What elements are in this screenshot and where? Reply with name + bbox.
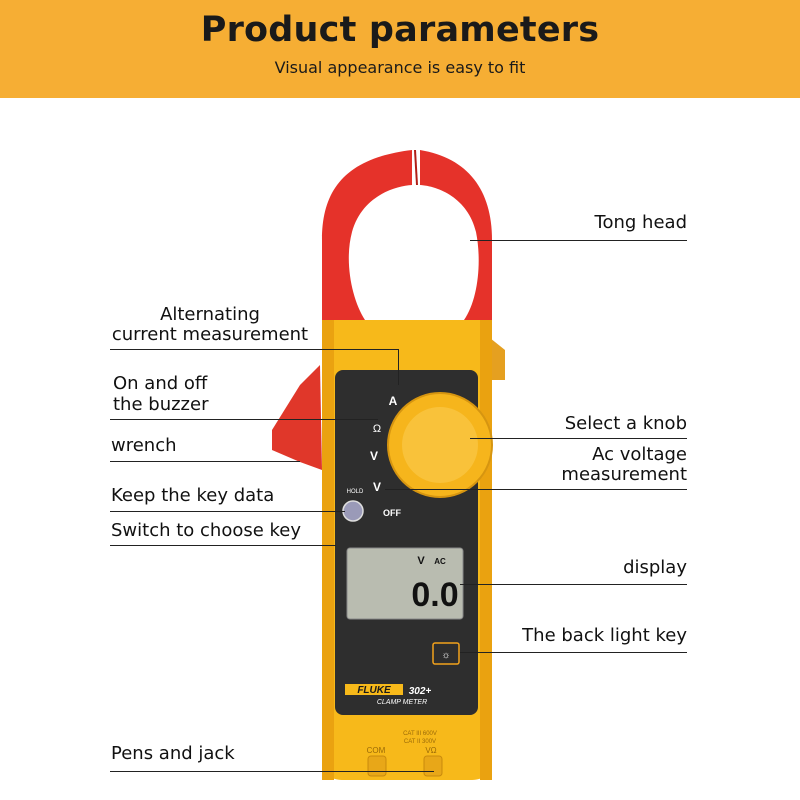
jack-v-label: VΩ bbox=[425, 746, 436, 755]
lcd-display bbox=[346, 547, 464, 620]
leader-pens-jack bbox=[110, 771, 434, 772]
dial-label-ohm: Ω bbox=[373, 423, 381, 435]
page-title: Product parameters bbox=[200, 10, 600, 50]
lcd-unit: V bbox=[417, 555, 425, 567]
com-jack[interactable] bbox=[367, 755, 387, 777]
product-name: CLAMP METER bbox=[377, 699, 427, 706]
leader-backlight bbox=[460, 652, 687, 653]
leader-keep-data bbox=[110, 511, 345, 512]
label-ac-current-1: Alternating bbox=[160, 304, 260, 325]
label-display: display bbox=[623, 557, 687, 578]
leader-buzzer bbox=[110, 419, 378, 420]
page-subtitle: Visual appearance is easy to fit bbox=[274, 58, 526, 77]
dial-label-a: A bbox=[389, 394, 398, 408]
label-wrench: wrench bbox=[111, 435, 177, 456]
leader-select-knob bbox=[470, 438, 687, 439]
dial-label-off: OFF bbox=[383, 508, 401, 518]
label-ac-voltage-1: Ac voltage bbox=[592, 444, 687, 465]
cat-rating-1: CAT III 600V bbox=[403, 731, 437, 737]
hold-button[interactable] bbox=[342, 500, 364, 522]
v-jack[interactable] bbox=[423, 755, 443, 777]
label-buzzer-1: On and off bbox=[113, 373, 208, 394]
label-ac-voltage-2: measurement bbox=[561, 464, 687, 485]
label-buzzer-2: the buzzer bbox=[113, 394, 209, 415]
right-notch bbox=[490, 338, 505, 380]
leader-wrench bbox=[110, 461, 300, 462]
label-switch-key: Switch to choose key bbox=[111, 520, 302, 541]
leader-switch-key bbox=[110, 545, 336, 546]
lcd-reading: 0.0 bbox=[411, 576, 458, 614]
leader-ac-current bbox=[110, 349, 398, 350]
label-pens-jack: Pens and jack bbox=[111, 743, 235, 764]
leader-tong-head bbox=[470, 240, 687, 241]
hold-label: HOLD bbox=[347, 489, 364, 495]
dial-label-v: V bbox=[370, 449, 378, 463]
label-backlight: The back light key bbox=[522, 625, 687, 646]
label-select-knob: Select a knob bbox=[564, 413, 687, 434]
model-number: 302+ bbox=[409, 686, 432, 697]
label-tong-head: Tong head bbox=[594, 212, 687, 233]
label-keep-data: Keep the key data bbox=[111, 485, 275, 506]
right-jaw bbox=[420, 150, 492, 320]
leader-ac-voltage bbox=[385, 489, 687, 490]
sun-icon: ☼ bbox=[441, 650, 450, 661]
lcd-mode: AC bbox=[434, 557, 446, 566]
wrench-trigger bbox=[272, 365, 322, 470]
dial-label-vac: V bbox=[373, 480, 381, 494]
title-banner: Product parameters Visual appearance is … bbox=[0, 0, 800, 98]
label-ac-current-2: current measurement bbox=[111, 324, 309, 345]
jack-com-label: COM bbox=[367, 746, 386, 755]
cat-rating-2: CAT II 300V bbox=[404, 739, 436, 745]
brand-name: FLUKE bbox=[357, 685, 391, 696]
left-jaw bbox=[322, 150, 412, 320]
backlight-key[interactable] bbox=[432, 642, 460, 665]
leader-display bbox=[460, 584, 687, 585]
